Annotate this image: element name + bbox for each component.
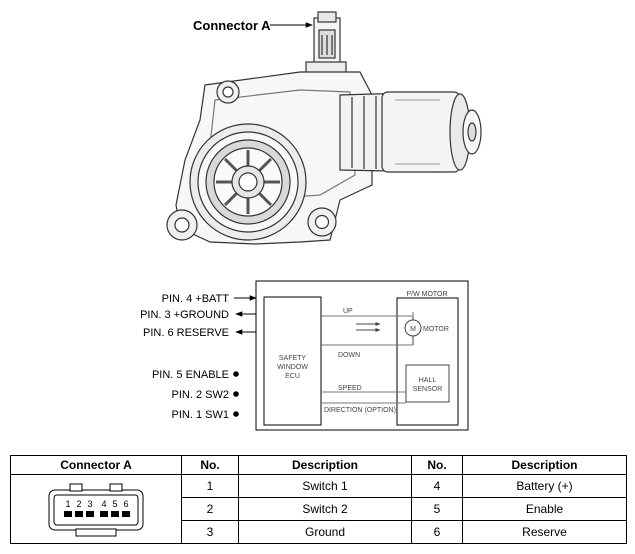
table-header-row: Connector A No. Description No. Descript… bbox=[10, 455, 627, 475]
connector-pin-5 bbox=[111, 511, 119, 517]
connector-pin-6 bbox=[122, 511, 130, 517]
header-no-1: No. bbox=[181, 455, 239, 475]
connector-pin-number-1: 1 bbox=[65, 499, 70, 509]
connector-pin-number-4: 4 bbox=[101, 499, 106, 509]
ecu-label-line-3: ECU bbox=[285, 373, 300, 380]
row-3-desc-1: Ground bbox=[238, 520, 412, 544]
pin-label-6: PIN. 6 RESERVE bbox=[143, 327, 229, 339]
motor-symbol: M MOTOR bbox=[404, 312, 449, 345]
hall-sensor-label-line-1: HALL bbox=[419, 377, 437, 384]
row-1-no-1: 1 bbox=[181, 474, 239, 498]
pin-label-3: PIN. 3 +GROUND bbox=[140, 309, 229, 321]
hall-sensor-box bbox=[405, 364, 450, 403]
signal-direction: DIRECTION (OPTION) bbox=[321, 402, 406, 414]
connector-pin-number-6: 6 bbox=[123, 499, 128, 509]
header-description-1: Description bbox=[238, 455, 412, 475]
row-2-no-2: 5 bbox=[411, 497, 463, 521]
pin-label-1: PIN. 1 SW1 bbox=[172, 409, 229, 421]
pin-label-2: PIN. 2 SW2 bbox=[172, 389, 229, 401]
header-description-2: Description bbox=[462, 455, 627, 475]
pin-label-5: PIN. 5 ENABLE bbox=[152, 369, 229, 381]
connector-pin-number-3: 3 bbox=[87, 499, 92, 509]
pin-5-dot bbox=[233, 371, 239, 377]
row-1-desc-2: Battery (+) bbox=[462, 474, 627, 498]
table-row: 2 Switch 2 5 Enable bbox=[11, 497, 627, 521]
wiring-schematic: SAFETY WINDOW ECU P/W MOTOR M MOTOR HALL… bbox=[140, 280, 469, 431]
pin-2-dot bbox=[233, 391, 239, 397]
safety-window-ecu-box bbox=[263, 296, 322, 426]
row-3-no-2: 6 bbox=[411, 520, 463, 544]
ecu-label-line-1: SAFETY bbox=[279, 355, 307, 362]
connector-pin-table: Connector A No. Description No. Descript… bbox=[10, 455, 627, 544]
pw-motor-box bbox=[396, 297, 459, 426]
connector-pin-4 bbox=[100, 511, 108, 517]
connector-pin-number-2: 2 bbox=[76, 499, 81, 509]
pin-1-dot bbox=[233, 411, 239, 417]
connector-pin-1 bbox=[64, 511, 72, 517]
signal-direction-label: DIRECTION (OPTION) bbox=[324, 407, 396, 414]
pin-terminals bbox=[233, 295, 257, 417]
row-2-no-1: 2 bbox=[181, 497, 239, 521]
connector-pin-number-5: 5 bbox=[112, 499, 117, 509]
table-row: 1 2 3 4 5 6 bbox=[10, 474, 627, 544]
pin-label-4: PIN. 4 +BATT bbox=[162, 293, 230, 305]
table-row: 3 Ground 6 Reserve bbox=[11, 520, 627, 544]
connector-a-label: Connector A bbox=[193, 18, 271, 33]
row-3-desc-2: Reserve bbox=[462, 520, 627, 544]
motor-symbol-letter: M bbox=[410, 326, 416, 333]
signal-down-label: DOWN bbox=[338, 352, 360, 359]
schematic-frame bbox=[255, 280, 469, 431]
signal-up-label: UP bbox=[343, 308, 353, 315]
connector-pin-3 bbox=[86, 511, 94, 517]
connector-a-callout: Connector A bbox=[193, 18, 313, 33]
pw-motor-title: P/W MOTOR bbox=[406, 291, 447, 298]
header-no-2: No. bbox=[411, 455, 463, 475]
connector-a-face: 1 2 3 4 5 6 bbox=[48, 483, 144, 537]
motor-label: MOTOR bbox=[423, 326, 449, 333]
header-connector-a: Connector A bbox=[10, 455, 182, 475]
signal-speed: SPEED bbox=[321, 385, 406, 393]
row-2-desc-1: Switch 2 bbox=[238, 497, 412, 521]
ecu-label-line-2: WINDOW bbox=[277, 364, 308, 371]
row-2-desc-2: Enable bbox=[462, 497, 627, 521]
signal-up: UP bbox=[321, 308, 414, 332]
pin-labels: PIN. 4 +BATT PIN. 3 +GROUND PIN. 6 RESER… bbox=[140, 293, 229, 421]
power-window-motor-illustration bbox=[166, 11, 482, 245]
connector-a-face-cell: 1 2 3 4 5 6 bbox=[10, 474, 182, 544]
row-3-no-1: 3 bbox=[181, 520, 239, 544]
connector-pin-2 bbox=[75, 511, 83, 517]
signal-down: DOWN bbox=[321, 344, 413, 359]
signal-speed-label: SPEED bbox=[338, 385, 362, 392]
row-1-no-2: 4 bbox=[411, 474, 463, 498]
hall-sensor-label-line-2: SENSOR bbox=[413, 386, 443, 393]
row-1-desc-1: Switch 1 bbox=[238, 474, 412, 498]
